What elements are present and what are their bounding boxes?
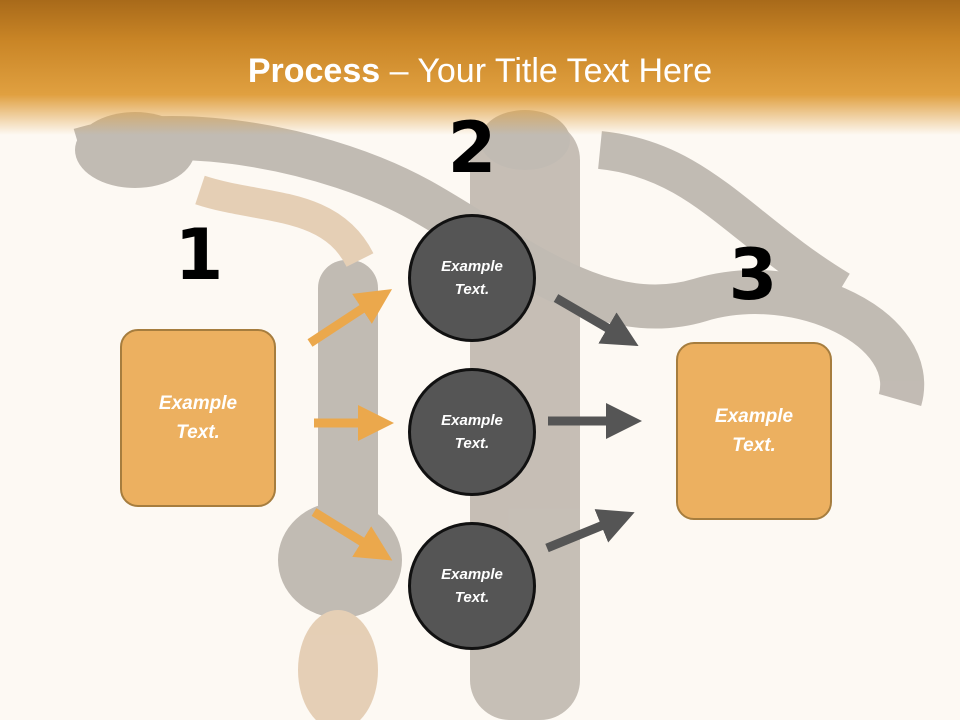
step-1-box: Example Text.	[120, 329, 276, 507]
title-rest: – Your Title Text Here	[380, 52, 713, 90]
step-2-circle-1: Example Text.	[408, 214, 536, 342]
arrow-2-to-3-bottom	[545, 509, 635, 553]
step-number-1: 1	[174, 214, 224, 296]
step-2-circle-2-text: Example Text.	[441, 412, 503, 452]
step-number-2: 2	[447, 107, 497, 189]
step-number-3: 3	[728, 234, 778, 316]
step-1-text: Example Text.	[158, 393, 238, 443]
step-2-circle-3: Example Text.	[408, 522, 536, 650]
arrow-2-to-3-top	[553, 294, 639, 347]
step-2-circle-3-text: Example Text.	[441, 566, 503, 606]
step-3-box: Example Text.	[676, 342, 832, 520]
step-2-circle-1-text: Example Text.	[441, 258, 503, 298]
title-bold: Process	[247, 52, 381, 90]
step-3-text: Example Text.	[714, 406, 794, 456]
step-2-circle-2: Example Text.	[408, 368, 536, 496]
arrow-1-to-2-bottom	[311, 508, 393, 561]
slide-title: Process – Your Title Text Here	[0, 52, 960, 91]
title-bar	[0, 0, 960, 135]
arrow-1-to-2-top	[307, 289, 393, 347]
